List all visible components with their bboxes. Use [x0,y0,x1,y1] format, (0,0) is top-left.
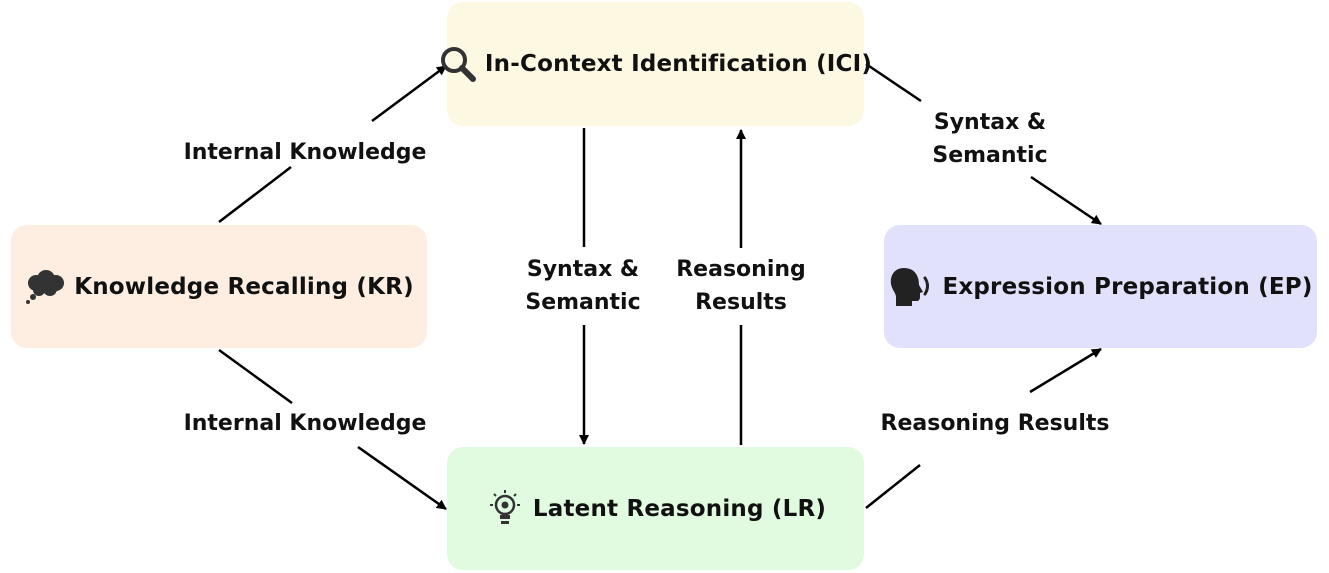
edge-label-ici-to-ep-line2: Semantic [932,143,1048,168]
arrow-ici-to-ep-head [1030,175,1102,226]
node-lr-label: Latent Reasoning (LR) [532,495,827,522]
arrow-ici-to-ep [865,62,922,103]
edge-label-lr-to-ici: Reasoning Results [651,253,831,319]
node-kr-label: Knowledge Recalling (KR) [74,273,414,300]
edge-label-lr-to-ep: Reasoning Results [880,411,1110,436]
thought-cloud-icon [24,269,66,305]
arrow-kr-to-ici-head [371,64,447,123]
edge-label-ici-to-lr-line1: Syntax & [526,257,640,282]
edge-label-ici-to-lr-line2: Semantic [525,290,641,315]
node-latent-reasoning: Latent Reasoning (LR) [447,447,864,570]
node-ici-label: In-Context Identification (ICI) [484,51,873,77]
node-expression-preparation: Expression Preparation (EP) [884,225,1317,348]
lightbulb-icon [485,488,525,530]
arrow-kr-to-ici [218,166,292,223]
edge-label-lr-to-ici-line1: Reasoning [676,257,806,282]
edge-label-kr-to-ici: Internal Knowledge [183,140,427,165]
node-knowledge-recalling: Knowledge Recalling (KR) [11,225,427,348]
arrow-kr-to-lr [218,348,293,405]
magnifier-icon [439,45,477,83]
arrow-lr-to-ep [865,464,921,509]
edge-label-ici-to-ep-line1: Syntax & [933,110,1047,135]
speaking-head-icon [888,266,934,308]
node-in-context-identification: In-Context Identification (ICI) [440,2,872,126]
edge-label-ici-to-lr: Syntax & Semantic [493,253,673,319]
arrow-lr-to-ep-head [1029,347,1102,394]
arrow-kr-to-lr-head [357,445,447,511]
node-ep-label: Expression Preparation (EP) [942,273,1313,300]
edge-label-kr-to-lr: Internal Knowledge [183,411,427,436]
edge-label-ici-to-ep: Syntax & Semantic [900,106,1080,172]
edge-label-lr-to-ici-line2: Results [695,290,787,315]
